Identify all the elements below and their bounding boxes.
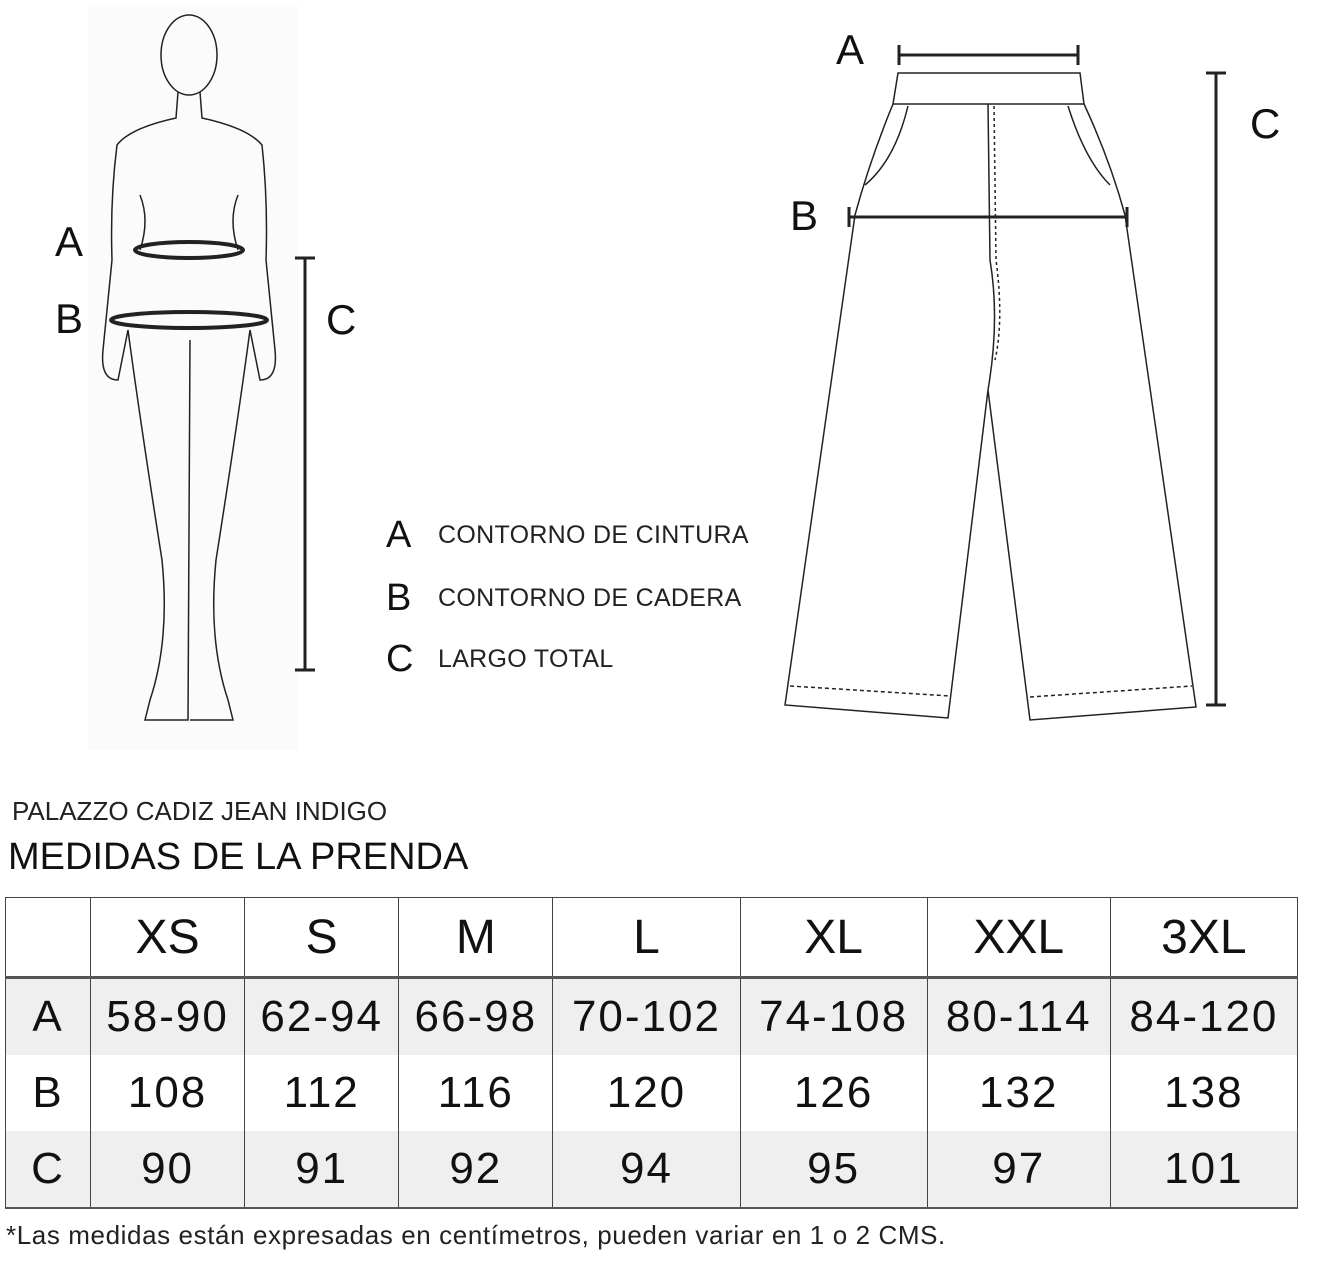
cell: 66-98 [398, 977, 554, 1055]
cell: 132 [926, 1055, 1111, 1131]
table-row: B 108 112 116 120 126 132 138 [5, 1055, 1299, 1131]
garment-label-c: C [1250, 100, 1281, 147]
cell: 101 [1109, 1131, 1299, 1209]
cell: 84-120 [1109, 977, 1299, 1055]
cell: 80-114 [926, 977, 1111, 1055]
legend-item-hip: B CONTORNO DE CADERA [386, 577, 742, 620]
row-key: B [5, 1055, 91, 1131]
header-size: XS [89, 897, 246, 979]
cell: 90 [89, 1131, 246, 1209]
cell: 74-108 [739, 977, 928, 1055]
row-key: A [5, 977, 91, 1055]
product-name: PALAZZO CADIZ JEAN INDIGO [12, 796, 388, 826]
header-size: XL [739, 897, 928, 979]
cell: 108 [89, 1055, 246, 1131]
footnote: *Las medidas están expresadas en centíme… [6, 1220, 946, 1250]
legend-text: CONTORNO DE CADERA [438, 584, 742, 612]
table-row: C 90 91 92 94 95 97 101 [5, 1131, 1299, 1209]
body-figure-illustration [88, 5, 315, 750]
cell: 120 [552, 1055, 741, 1131]
cell: 138 [1109, 1055, 1299, 1131]
header-size: M [398, 897, 554, 979]
garment-label-b: B [790, 192, 819, 239]
cell: 62-94 [244, 977, 400, 1055]
cell: 92 [398, 1131, 554, 1209]
header-size: S [244, 897, 400, 979]
cell: 95 [739, 1131, 928, 1209]
cell: 91 [244, 1131, 400, 1209]
section-title: MEDIDAS DE LA PRENDA [8, 836, 469, 878]
garment-label-a: A [836, 26, 865, 73]
legend-key: C [386, 638, 414, 680]
size-table: XS S M L XL XXL 3XL A 58-90 62-94 66-98 … [5, 897, 1299, 1209]
illustrations [88, 5, 1226, 750]
header-size: L [552, 897, 741, 979]
row-key: C [5, 1131, 91, 1209]
legend-text: LARGO TOTAL [438, 645, 614, 673]
body-label-b: B [55, 295, 84, 342]
header-empty-cell [5, 897, 91, 979]
header-size: XXL [926, 897, 1111, 979]
header-size: 3XL [1109, 897, 1299, 979]
legend-item-waist: A CONTORNO DE CINTURA [386, 514, 749, 557]
body-label-c: C [326, 296, 357, 343]
body-label-a: A [55, 218, 84, 265]
cell: 58-90 [89, 977, 246, 1055]
cell: 112 [244, 1055, 400, 1131]
legend-item-length: C LARGO TOTAL [386, 638, 614, 681]
cell: 70-102 [552, 977, 741, 1055]
cell: 116 [398, 1055, 554, 1131]
legend-text: CONTORNO DE CINTURA [438, 521, 749, 549]
cell: 94 [552, 1131, 741, 1209]
legend-key: B [386, 577, 412, 619]
cell: 126 [739, 1055, 928, 1131]
palazzo-pants-illustration [784, 45, 1226, 721]
table-header-row: XS S M L XL XXL 3XL [5, 897, 1299, 979]
cell: 97 [926, 1131, 1111, 1209]
table-row: A 58-90 62-94 66-98 70-102 74-108 80-114… [5, 977, 1299, 1055]
legend-key: A [386, 514, 412, 556]
